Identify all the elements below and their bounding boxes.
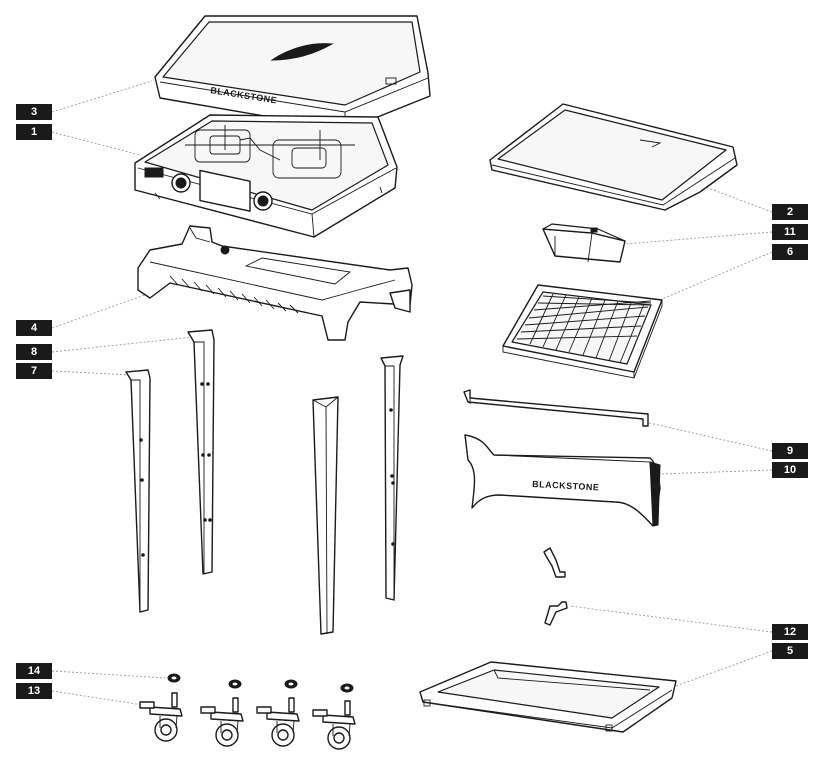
leg-front-right xyxy=(312,396,339,635)
callout-5: 5 xyxy=(772,643,808,659)
lid: BLACKSTONE xyxy=(154,15,431,131)
svg-text:13: 13 xyxy=(28,685,40,697)
panel-brand-text: BLACKSTONE xyxy=(532,479,600,493)
svg-text:4: 4 xyxy=(31,322,38,334)
callout-13: 13 xyxy=(16,683,52,699)
svg-text:5: 5 xyxy=(787,645,793,657)
leg-front-left xyxy=(125,369,151,613)
callout-9: 9 xyxy=(772,443,808,459)
callout-11: 11 xyxy=(772,224,808,240)
svg-text:14: 14 xyxy=(28,665,41,677)
bottom-shelf xyxy=(419,661,677,733)
svg-text:7: 7 xyxy=(31,365,37,377)
rack-grid xyxy=(516,293,652,364)
svg-text:1: 1 xyxy=(31,126,37,138)
callout-8: 8 xyxy=(16,344,52,360)
front-panel: BLACKSTONE xyxy=(464,434,661,527)
washer xyxy=(340,683,354,693)
callout-3: 3 xyxy=(16,104,52,120)
svg-text:10: 10 xyxy=(784,464,796,476)
caster-wheel xyxy=(200,697,244,747)
callout-2: 2 xyxy=(772,204,808,220)
svg-text:11: 11 xyxy=(784,226,796,238)
washer xyxy=(167,673,181,683)
callout-14: 14 xyxy=(16,663,52,679)
caster-wheel xyxy=(256,697,300,747)
leader-lines xyxy=(51,80,773,706)
callout-7: 7 xyxy=(16,363,52,379)
washer xyxy=(228,679,242,689)
svg-text:2: 2 xyxy=(787,206,793,218)
washer xyxy=(284,679,298,689)
svg-text:12: 12 xyxy=(784,626,796,638)
leg-back-right xyxy=(380,355,404,601)
crossbar xyxy=(463,389,649,427)
grease-tray-top xyxy=(489,103,738,211)
grease-cup xyxy=(542,223,626,263)
callout-6: 6 xyxy=(772,244,808,260)
svg-text:9: 9 xyxy=(787,445,793,457)
frame-vent-slots xyxy=(169,275,299,314)
callout-1: 1 xyxy=(16,124,52,140)
caster-wheel xyxy=(312,700,356,750)
callout-12: 12 xyxy=(772,624,808,640)
svg-text:8: 8 xyxy=(31,346,37,358)
callout-10: 10 xyxy=(772,462,808,478)
leg-back-left xyxy=(187,329,215,575)
griddle-body xyxy=(134,114,398,238)
washer-group xyxy=(167,673,354,693)
wire-rack xyxy=(502,284,663,379)
svg-text:6: 6 xyxy=(787,246,793,258)
callout-badges: 3 1 4 8 7 2 11 6 xyxy=(16,104,808,699)
frame-base xyxy=(137,225,413,341)
bracket-pair xyxy=(543,547,568,626)
callout-4: 4 xyxy=(16,320,52,336)
svg-text:3: 3 xyxy=(31,106,37,118)
caster-wheel xyxy=(139,692,183,742)
